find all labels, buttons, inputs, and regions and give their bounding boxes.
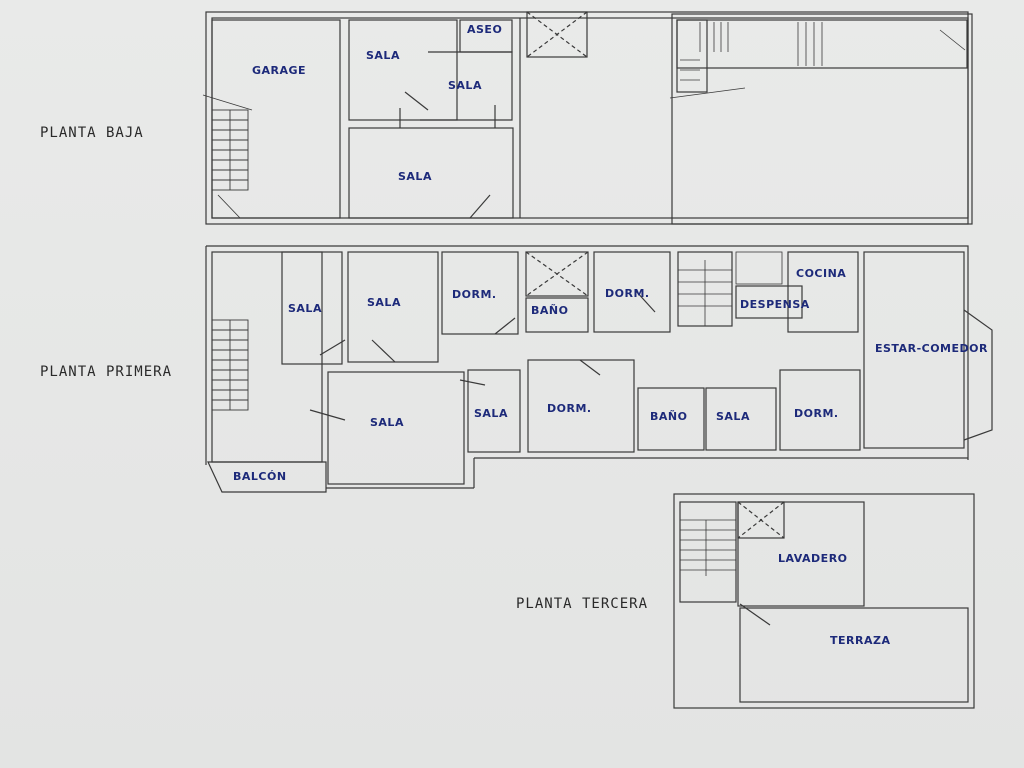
planta-baja-annex xyxy=(669,13,973,225)
room-label-despensa: DESPENSA xyxy=(740,298,810,311)
room-label-sala: SALA xyxy=(288,302,322,315)
room-label-cocina: COCINA xyxy=(796,267,847,280)
room-label-bano: BAÑO xyxy=(650,410,688,423)
room-label-sala: SALA xyxy=(366,49,400,62)
planta-baja-plan xyxy=(202,11,969,225)
room-label-terraza: TERRAZA xyxy=(830,634,891,647)
room-label-aseo: ASEO xyxy=(467,23,503,36)
room-label-bano: BAÑO xyxy=(531,304,569,317)
room-label-estar-comedor: ESTAR-COMEDOR xyxy=(875,342,988,355)
room-label-dormitorio: DORM. xyxy=(547,402,592,415)
planta-tercera-plan xyxy=(673,493,975,709)
room-label-lavadero: LAVADERO xyxy=(778,552,848,565)
room-label-sala: SALA xyxy=(370,416,404,429)
room-label-dormitorio: DORM. xyxy=(452,288,497,301)
room-label-sala: SALA xyxy=(474,407,508,420)
floor-label-planta-baja: PLANTA BAJA xyxy=(40,125,144,141)
room-label-sala: SALA xyxy=(398,170,432,183)
room-label-garage: GARAGE xyxy=(252,64,307,77)
room-label-sala: SALA xyxy=(367,296,401,309)
room-label-sala: SALA xyxy=(448,79,482,92)
floor-label-planta-primera: PLANTA PRIMERA xyxy=(40,364,173,380)
floor-label-planta-tercera: PLANTA TERCERA xyxy=(516,596,649,612)
room-label-sala: SALA xyxy=(716,410,750,423)
room-label-dormitorio: DORM. xyxy=(605,287,650,300)
room-label-balcon: BALCÓN xyxy=(233,470,287,483)
room-label-dormitorio: DORM. xyxy=(794,407,839,420)
planta-primera-plan xyxy=(205,245,993,493)
